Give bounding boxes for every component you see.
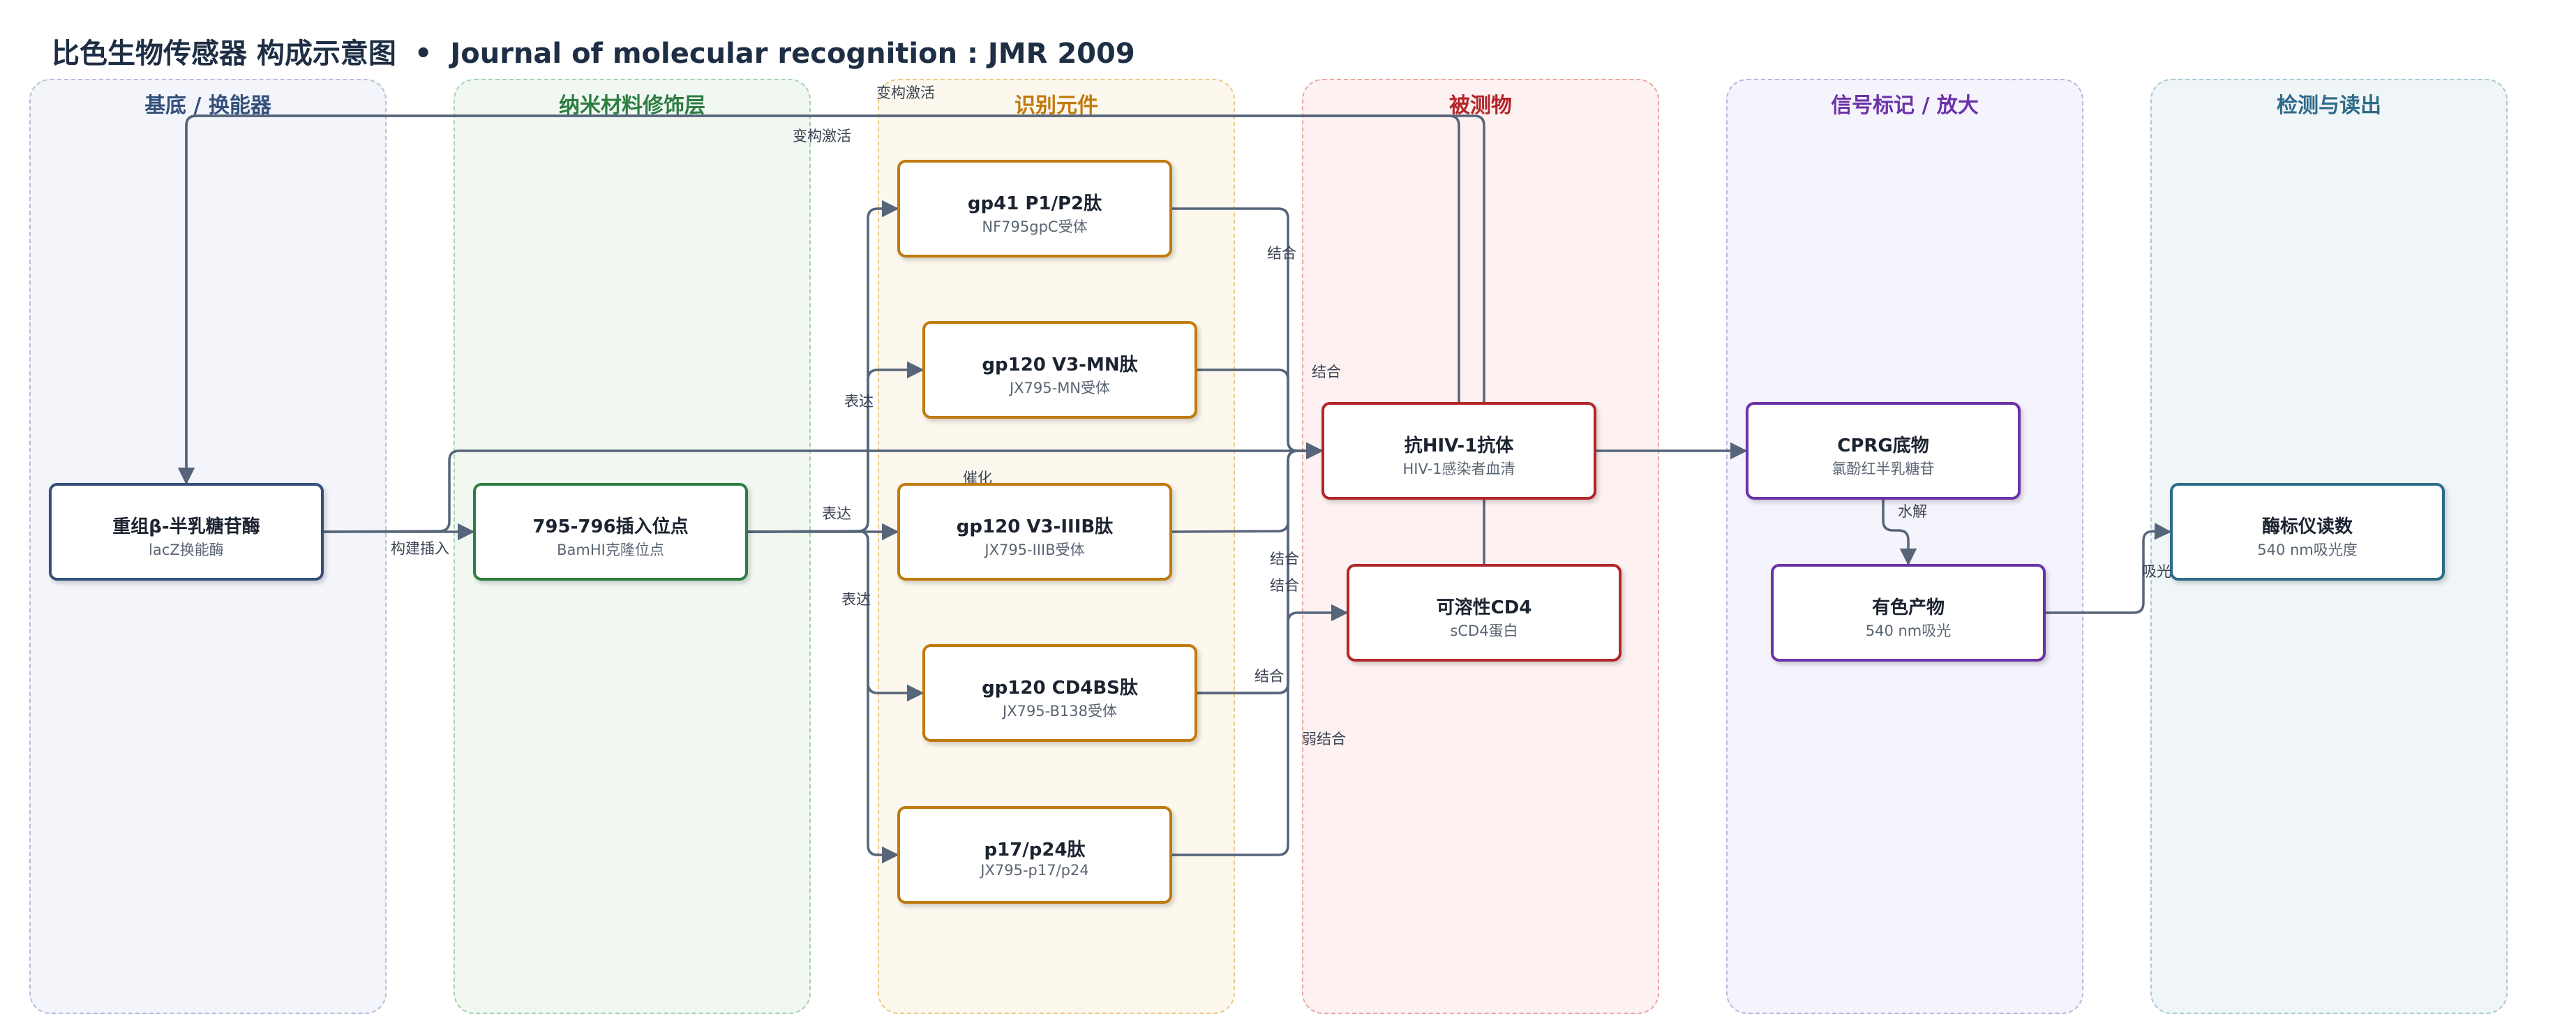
diagram-title-main: 比色生物传感器 构成示意图 bbox=[52, 38, 396, 70]
edge-label-lacz-to-site: 构建插入 bbox=[391, 540, 449, 557]
node-subtitle: NF795gpC受体 bbox=[982, 218, 1088, 235]
node-title: CPRG底物 bbox=[1837, 435, 1929, 456]
lane-title-recog: 识别元件 bbox=[1014, 94, 1098, 118]
node-title: p17/p24肽 bbox=[984, 840, 1086, 860]
node-subtitle: JX795-p17/p24 bbox=[980, 862, 1089, 879]
node-p17[interactable]: p17/p24肽 JX795-p17/p24 bbox=[897, 806, 1172, 904]
node-reader[interactable]: 酶标仪读数 540 nm吸光度 bbox=[2170, 483, 2445, 581]
node-lacz[interactable]: 重组β-半乳糖苷酶 lacZ换能酶 bbox=[49, 483, 324, 581]
node-subtitle: HIV-1感染者血清 bbox=[1402, 461, 1515, 477]
edge-label-cd4bs-to-antibody: 结合 bbox=[1270, 577, 1299, 594]
node-title: 可溶性CD4 bbox=[1436, 597, 1532, 618]
lane-title-analyte: 被测物 bbox=[1449, 94, 1512, 118]
title-separator: • bbox=[414, 38, 433, 70]
edge-label-gp41-to-antibody: 结合 bbox=[1267, 245, 1296, 262]
edge-label-site-to-v3mn: 表达 bbox=[844, 393, 874, 410]
lane-signal bbox=[1726, 79, 2083, 1014]
node-title: gp120 V3-MN肽 bbox=[982, 355, 1138, 375]
node-title: gp120 CD4BS肽 bbox=[982, 678, 1138, 699]
edge-site-to-p17 bbox=[747, 530, 899, 864]
node-title: gp41 P1/P2肽 bbox=[967, 193, 1102, 214]
edge-label-v3iiib-to-antibody: 结合 bbox=[1270, 551, 1299, 567]
node-title: 795-796插入位点 bbox=[532, 516, 689, 537]
node-scd4[interactable]: 可溶性CD4 sCD4蛋白 bbox=[1347, 564, 1622, 662]
edge-scd4-to-lacz bbox=[177, 114, 1485, 564]
node-subtitle: JX795-MN受体 bbox=[1009, 380, 1111, 396]
edge-label-v3mn-to-antibody: 结合 bbox=[1312, 364, 1341, 380]
lane-analyte bbox=[1302, 79, 1659, 1014]
edge-label-scd4-to-lacz: 变构激活 bbox=[876, 84, 935, 101]
lane-title-signal: 信号标记 / 放大 bbox=[1831, 94, 1979, 118]
node-v3iiib[interactable]: gp120 V3-IIIB肽 JX795-IIIB受体 bbox=[897, 483, 1172, 581]
edge-label-antibody-to-lacz: 变构激活 bbox=[793, 128, 851, 144]
node-gp41[interactable]: gp41 P1/P2肽 NF795gpC受体 bbox=[897, 160, 1172, 258]
lane-title-nano: 纳米材料修饰层 bbox=[559, 94, 705, 118]
node-subtitle: 540 nm吸光 bbox=[1865, 623, 1952, 639]
node-site[interactable]: 795-796插入位点 BamHI克隆位点 bbox=[473, 483, 748, 581]
lane-title-substrate: 基底 / 换能器 bbox=[144, 94, 271, 118]
edge-label-p17-to-antibody: 弱结合 bbox=[1302, 731, 1346, 747]
node-subtitle: 540 nm吸光度 bbox=[2257, 542, 2358, 558]
edge-lacz-to-cprg bbox=[323, 442, 1748, 533]
node-title: 酶标仪读数 bbox=[2261, 516, 2353, 537]
diagram-title-source: Journal of molecular recognition : JMR 2… bbox=[450, 38, 1135, 70]
edge-label-cd4bs-to-scd4: 结合 bbox=[1255, 668, 1284, 685]
edge-label-cprg-to-product: 水解 bbox=[1898, 503, 1927, 520]
node-antibody[interactable]: 抗HIV-1抗体 HIV-1感染者血清 bbox=[1321, 402, 1596, 500]
edge-label-site-to-gp41: 表达 bbox=[822, 505, 851, 522]
edge-label-site-to-p17: 表达 bbox=[841, 591, 871, 608]
edge-product-to-reader bbox=[2046, 523, 2172, 614]
node-subtitle: BamHI克隆位点 bbox=[557, 542, 664, 558]
node-subtitle: JX795-IIIB受体 bbox=[984, 542, 1085, 558]
node-subtitle: lacZ换能酶 bbox=[149, 542, 224, 558]
node-subtitle: JX795-B138受体 bbox=[1003, 703, 1117, 720]
lane-title-readout: 检测与读出 bbox=[2277, 94, 2381, 118]
node-title: gp120 V3-IIIB肽 bbox=[956, 516, 1114, 537]
node-v3mn[interactable]: gp120 V3-MN肽 JX795-MN受体 bbox=[922, 321, 1197, 419]
node-cprg[interactable]: CPRG底物氯酚红半乳糖苷 bbox=[1746, 402, 2021, 500]
node-product[interactable]: 有色产物 540 nm吸光 bbox=[1771, 564, 2046, 662]
node-subtitle: sCD4蛋白 bbox=[1450, 623, 1518, 639]
diagram-title: 比色生物传感器 构成示意图 • Journal of molecular rec… bbox=[52, 31, 1135, 71]
node-title: 重组β-半乳糖苷酶 bbox=[112, 516, 260, 537]
edge-cprg-to-product bbox=[1882, 500, 1917, 566]
node-title: 有色产物 bbox=[1871, 597, 1945, 618]
node-title: 抗HIV-1抗体 bbox=[1404, 435, 1514, 456]
node-subtitle: 氯酚红半乳糖苷 bbox=[1832, 461, 1935, 477]
node-cd4bs[interactable]: gp120 CD4BS肽 JX795-B138受体 bbox=[922, 644, 1197, 742]
